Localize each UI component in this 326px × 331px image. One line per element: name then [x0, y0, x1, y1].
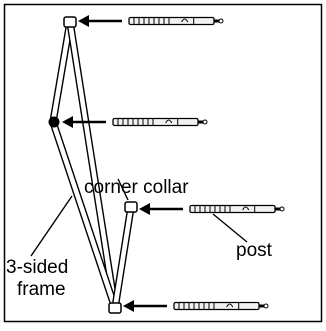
diagram-border — [3, 3, 323, 323]
corner-collar-leader — [117, 178, 129, 201]
arrows-group — [62, 15, 183, 312]
post-label: post — [236, 240, 272, 261]
post-2 — [112, 117, 208, 127]
frame-leader — [30, 195, 73, 257]
arrow-4 — [123, 300, 167, 312]
post-1 — [128, 16, 224, 26]
post-4 — [173, 301, 269, 311]
arrow-2-head — [62, 116, 73, 128]
corner-collar-left — [48, 116, 60, 128]
three-sided-frame — [48, 16, 138, 314]
leader-lines — [30, 178, 248, 257]
post-leader — [212, 213, 248, 243]
post-3 — [189, 204, 285, 214]
arrow-3 — [139, 203, 183, 215]
frame-label-line1: 3-sided — [6, 257, 69, 278]
posts-group — [112, 16, 285, 311]
corner-collar-bottom — [108, 302, 122, 314]
arrow-3-head — [139, 203, 150, 215]
arrow-4-head — [123, 300, 134, 312]
corner-collar-right — [124, 201, 138, 213]
corner-collar-label: corner collar — [84, 177, 189, 198]
frame-label-line2: frame — [17, 279, 66, 300]
arrow-1 — [78, 15, 122, 27]
corner-collar-top — [63, 16, 77, 28]
frame-bar-lower — [111, 205, 135, 310]
arrow-2 — [62, 116, 106, 128]
arrow-1-head — [78, 15, 89, 27]
frame-bar-long — [66, 20, 119, 310]
